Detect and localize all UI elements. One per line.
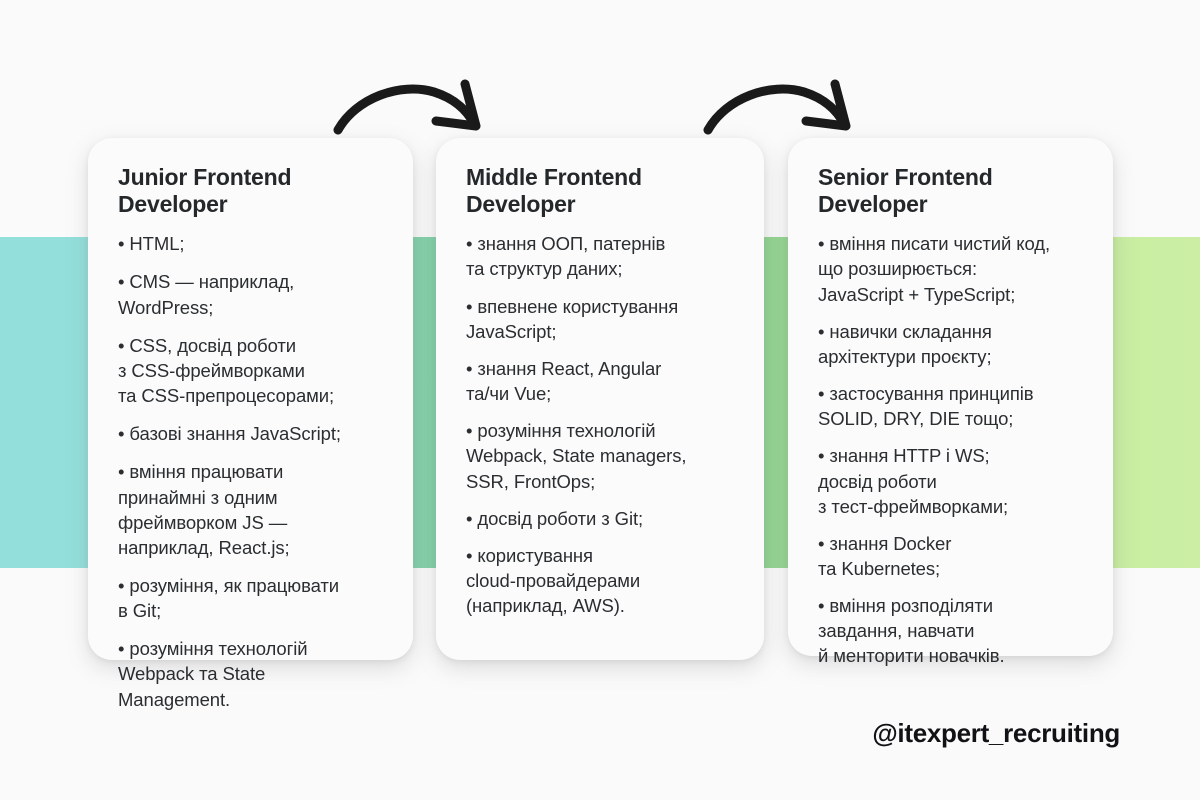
card-junior-frontend-developer: Junior Frontend Developer • HTML; • CMS … — [88, 138, 413, 710]
list-item: • HTML; — [118, 233, 185, 255]
card-senior-frontend-developer: Senior Frontend Developer • вміння писат… — [788, 138, 1113, 666]
card-middle-frontend-developer: Middle Frontend Developer • знання ООП, … — [436, 138, 764, 660]
career-levels-row: Junior Frontend Developer • HTML; • CMS … — [0, 138, 1200, 710]
list-item: • навички складання архітектури проєкту; — [818, 320, 992, 367]
arrow-middle-to-senior-icon — [703, 79, 851, 135]
requirements-list: • HTML; • CMS — наприклад, WordPress; • … — [118, 231, 387, 712]
requirements-list: • вміння писати чистий код, що розширюєт… — [818, 231, 1087, 668]
list-item: • користування cloud-провайдерами (напри… — [466, 544, 641, 617]
list-item: • розуміння, як працювати в Git; — [118, 574, 339, 622]
social-handle: @itexpert_recruiting — [872, 718, 1120, 748]
list-item: • знання HTTP і WS; досвід роботи з тест… — [818, 445, 1009, 517]
list-item: • розуміння технологій Webpack та State … — [118, 638, 308, 710]
card-title: Junior Frontend Developer — [118, 164, 292, 218]
arrow-junior-to-middle-icon — [333, 79, 481, 135]
card-title: Middle Frontend Developer — [466, 164, 642, 218]
list-item: • розуміння технологій Webpack, State ma… — [466, 420, 687, 492]
list-item: • знання React, Angular та/чи Vue; — [466, 357, 662, 405]
list-item: • вміння розподіляти завдання, навчати й… — [818, 595, 1005, 667]
list-item: • знання Docker та Kubernetes; — [818, 532, 952, 579]
list-item: • CMS — наприклад, WordPress; — [118, 271, 295, 318]
list-item: • знання ООП, патернів та структур даних… — [466, 233, 666, 280]
list-item: • CSS, досвід роботи з CSS-фреймворками … — [118, 334, 335, 407]
list-item: • базові знання JavaScript; — [118, 423, 341, 445]
card-title: Senior Frontend Developer — [818, 164, 993, 218]
requirements-list: • знання ООП, патернів та структур даних… — [466, 231, 738, 618]
list-item: • досвід роботи з Git; — [466, 507, 644, 529]
list-item: • застосування принципів SOLID, DRY, DIE… — [818, 383, 1034, 430]
list-item: • вміння працювати принаймні з одним фре… — [118, 461, 290, 558]
list-item: • впевнене користування JavaScript; — [466, 295, 679, 342]
list-item: • вміння писати чистий код, що розширюєт… — [818, 233, 1051, 305]
